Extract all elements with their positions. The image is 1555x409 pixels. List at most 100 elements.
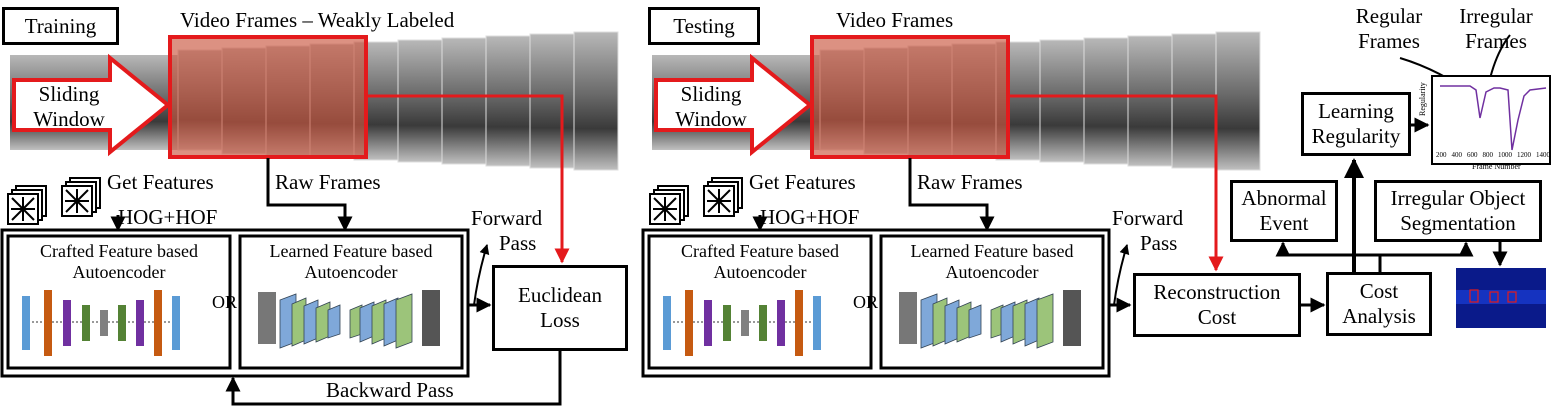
testing-raw-connector	[1008, 94, 1224, 272]
testing-crafted-ae-label: Crafted Feature based Autoencoder	[651, 241, 869, 283]
training-raw-connector	[366, 94, 570, 264]
tick-1400: 1400	[1536, 151, 1550, 159]
training-crafted-ae-layers	[22, 290, 180, 356]
tick-400: 400	[1451, 151, 1463, 159]
recon-line-2: Cost	[1197, 305, 1237, 329]
testing-hog-icon-1	[649, 185, 689, 225]
testing-sliding-window-arrow	[654, 53, 814, 157]
testing-learned-line-1: Learned Feature based	[910, 241, 1074, 261]
tick-200: 200	[1436, 151, 1447, 159]
training-sliding-window-label: Sliding Window	[24, 82, 114, 132]
cost-line-2: Analysis	[1342, 304, 1416, 328]
irregular-frames-label: Irregular Frames	[1446, 4, 1546, 54]
testing-sliding-window-label: Sliding Window	[666, 82, 756, 132]
training-backward-pass-label: Backward Pass	[326, 378, 454, 402]
training-learned-line-2: Autoencoder	[304, 262, 398, 282]
cost-to-segmentation-arrow	[1380, 241, 1474, 257]
abnormal-line-1: Abnormal	[1241, 186, 1327, 210]
testing-forward-line-1: Forward	[1112, 206, 1184, 230]
training-raw-frames-label: Raw Frames	[275, 170, 381, 194]
tick-1200: 1200	[1517, 151, 1531, 159]
testing-raw-frames-label: Raw Frames	[917, 170, 1023, 194]
training-or-label: OR	[212, 292, 238, 312]
mini-plot-ylabel: Regularity	[1418, 82, 1427, 116]
irregular-line-2: Frames	[1465, 29, 1527, 53]
testing-crafted-frame	[647, 234, 873, 370]
training-hof-icon-2	[61, 177, 101, 217]
testing-raw-frames-arrow	[908, 158, 995, 232]
euclidean-loss-box: Euclidean Loss	[492, 265, 628, 351]
learning-line-1: Learning	[1318, 99, 1394, 123]
tick-600: 600	[1467, 151, 1478, 159]
training-sliding-window-highlight	[168, 35, 368, 159]
cost-line-1: Cost	[1359, 279, 1399, 303]
mini-plot-xlabel: Frame Number	[1472, 162, 1521, 171]
training-hog-hof-label: HOG+HOF	[118, 205, 218, 229]
testing-forward-pass-label: Forward Pass	[1112, 206, 1183, 256]
testing-forward-pass-arrow	[1113, 244, 1130, 306]
training-sliding-line-1: Sliding	[38, 82, 100, 106]
segmentation-line-2: Segmentation	[1400, 211, 1516, 235]
training-learned-frame	[238, 234, 464, 370]
segmentation-output-image	[1456, 268, 1546, 328]
training-crafted-line-1: Crafted Feature based	[40, 241, 198, 261]
loss-line-2: Loss	[540, 308, 580, 332]
testing-get-features-label: Get Features	[749, 170, 856, 194]
regular-line-1: Regular	[1355, 4, 1423, 28]
training-conv-ae-diagram	[258, 290, 440, 349]
training-sliding-window-arrow	[12, 53, 172, 157]
training-ae-outer-frame	[0, 228, 470, 378]
testing-sliding-line-2: Window	[675, 107, 747, 131]
cost-analysis-box: Cost Analysis	[1326, 272, 1432, 336]
training-forward-line-1: Forward	[471, 206, 543, 230]
testing-learned-line-2: Autoencoder	[945, 262, 1039, 282]
training-hog-icon-1	[7, 185, 47, 225]
testing-frames-title: Video Frames	[836, 8, 954, 32]
tick-800: 800	[1482, 151, 1494, 159]
abnormal-line-2: Event	[1259, 211, 1309, 235]
testing-learned-ae-label: Learned Feature based Autoencoder	[883, 241, 1101, 283]
training-sliding-line-2: Window	[33, 107, 105, 131]
testing-hog-hof-label: HOG+HOF	[760, 205, 860, 229]
testing-crafted-line-1: Crafted Feature based	[681, 241, 839, 261]
irregular-segmentation-box: Irregular Object Segmentation	[1374, 180, 1542, 242]
training-tag: Training	[2, 7, 119, 45]
testing-ae-outer-frame	[641, 228, 1111, 378]
training-get-features-label: Get Features	[107, 170, 214, 194]
learning-line-2: Regularity	[1311, 124, 1401, 148]
testing-sliding-window-highlight	[810, 35, 1010, 159]
regular-line-2: Frames	[1358, 29, 1420, 53]
training-crafted-ae-label: Crafted Feature based Autoencoder	[10, 241, 228, 283]
recon-line-1: Reconstruction	[1153, 280, 1281, 304]
cost-branch-line	[1275, 241, 1382, 272]
regular-frames-label: Regular Frames	[1344, 4, 1434, 54]
testing-learned-frame	[879, 234, 1105, 370]
abnormal-event-box: Abnormal Event	[1230, 180, 1338, 242]
loss-line-1: Euclidean	[518, 283, 602, 307]
testing-or-label: OR	[853, 292, 879, 312]
regularity-mini-plot	[1431, 75, 1551, 165]
testing-sliding-line-1: Sliding	[680, 82, 742, 106]
training-forward-pass-label: Forward Pass	[471, 206, 542, 256]
irregular-line-1: Irregular	[1459, 4, 1533, 28]
training-forward-line-2: Pass	[499, 231, 537, 255]
training-forward-pass-arrow	[473, 244, 490, 306]
testing-hof-icon-2	[703, 177, 743, 217]
testing-tag: Testing	[648, 7, 760, 45]
training-learned-ae-label: Learned Feature based Autoencoder	[242, 241, 460, 283]
training-frames-title: Video Frames – Weakly Labeled	[180, 8, 455, 32]
learning-regularity-box: Learning Regularity	[1301, 92, 1411, 156]
segmentation-line-1: Irregular Object	[1390, 186, 1526, 210]
training-crafted-frame	[6, 234, 232, 370]
tick-1000: 1000	[1498, 151, 1512, 159]
testing-crafted-ae-layers	[663, 290, 821, 356]
training-backward-pass-arrow	[225, 350, 562, 406]
testing-crafted-line-2: Autoencoder	[713, 262, 807, 282]
mini-plot-ticks: 200 400 600 800 1000 1200 1400	[1436, 151, 1550, 159]
testing-conv-ae-diagram	[899, 290, 1081, 349]
training-learned-line-1: Learned Feature based	[269, 241, 433, 261]
reconstruction-cost-box: Reconstruction Cost	[1133, 273, 1301, 337]
training-crafted-line-2: Autoencoder	[72, 262, 166, 282]
training-raw-frames-arrow	[266, 158, 353, 232]
